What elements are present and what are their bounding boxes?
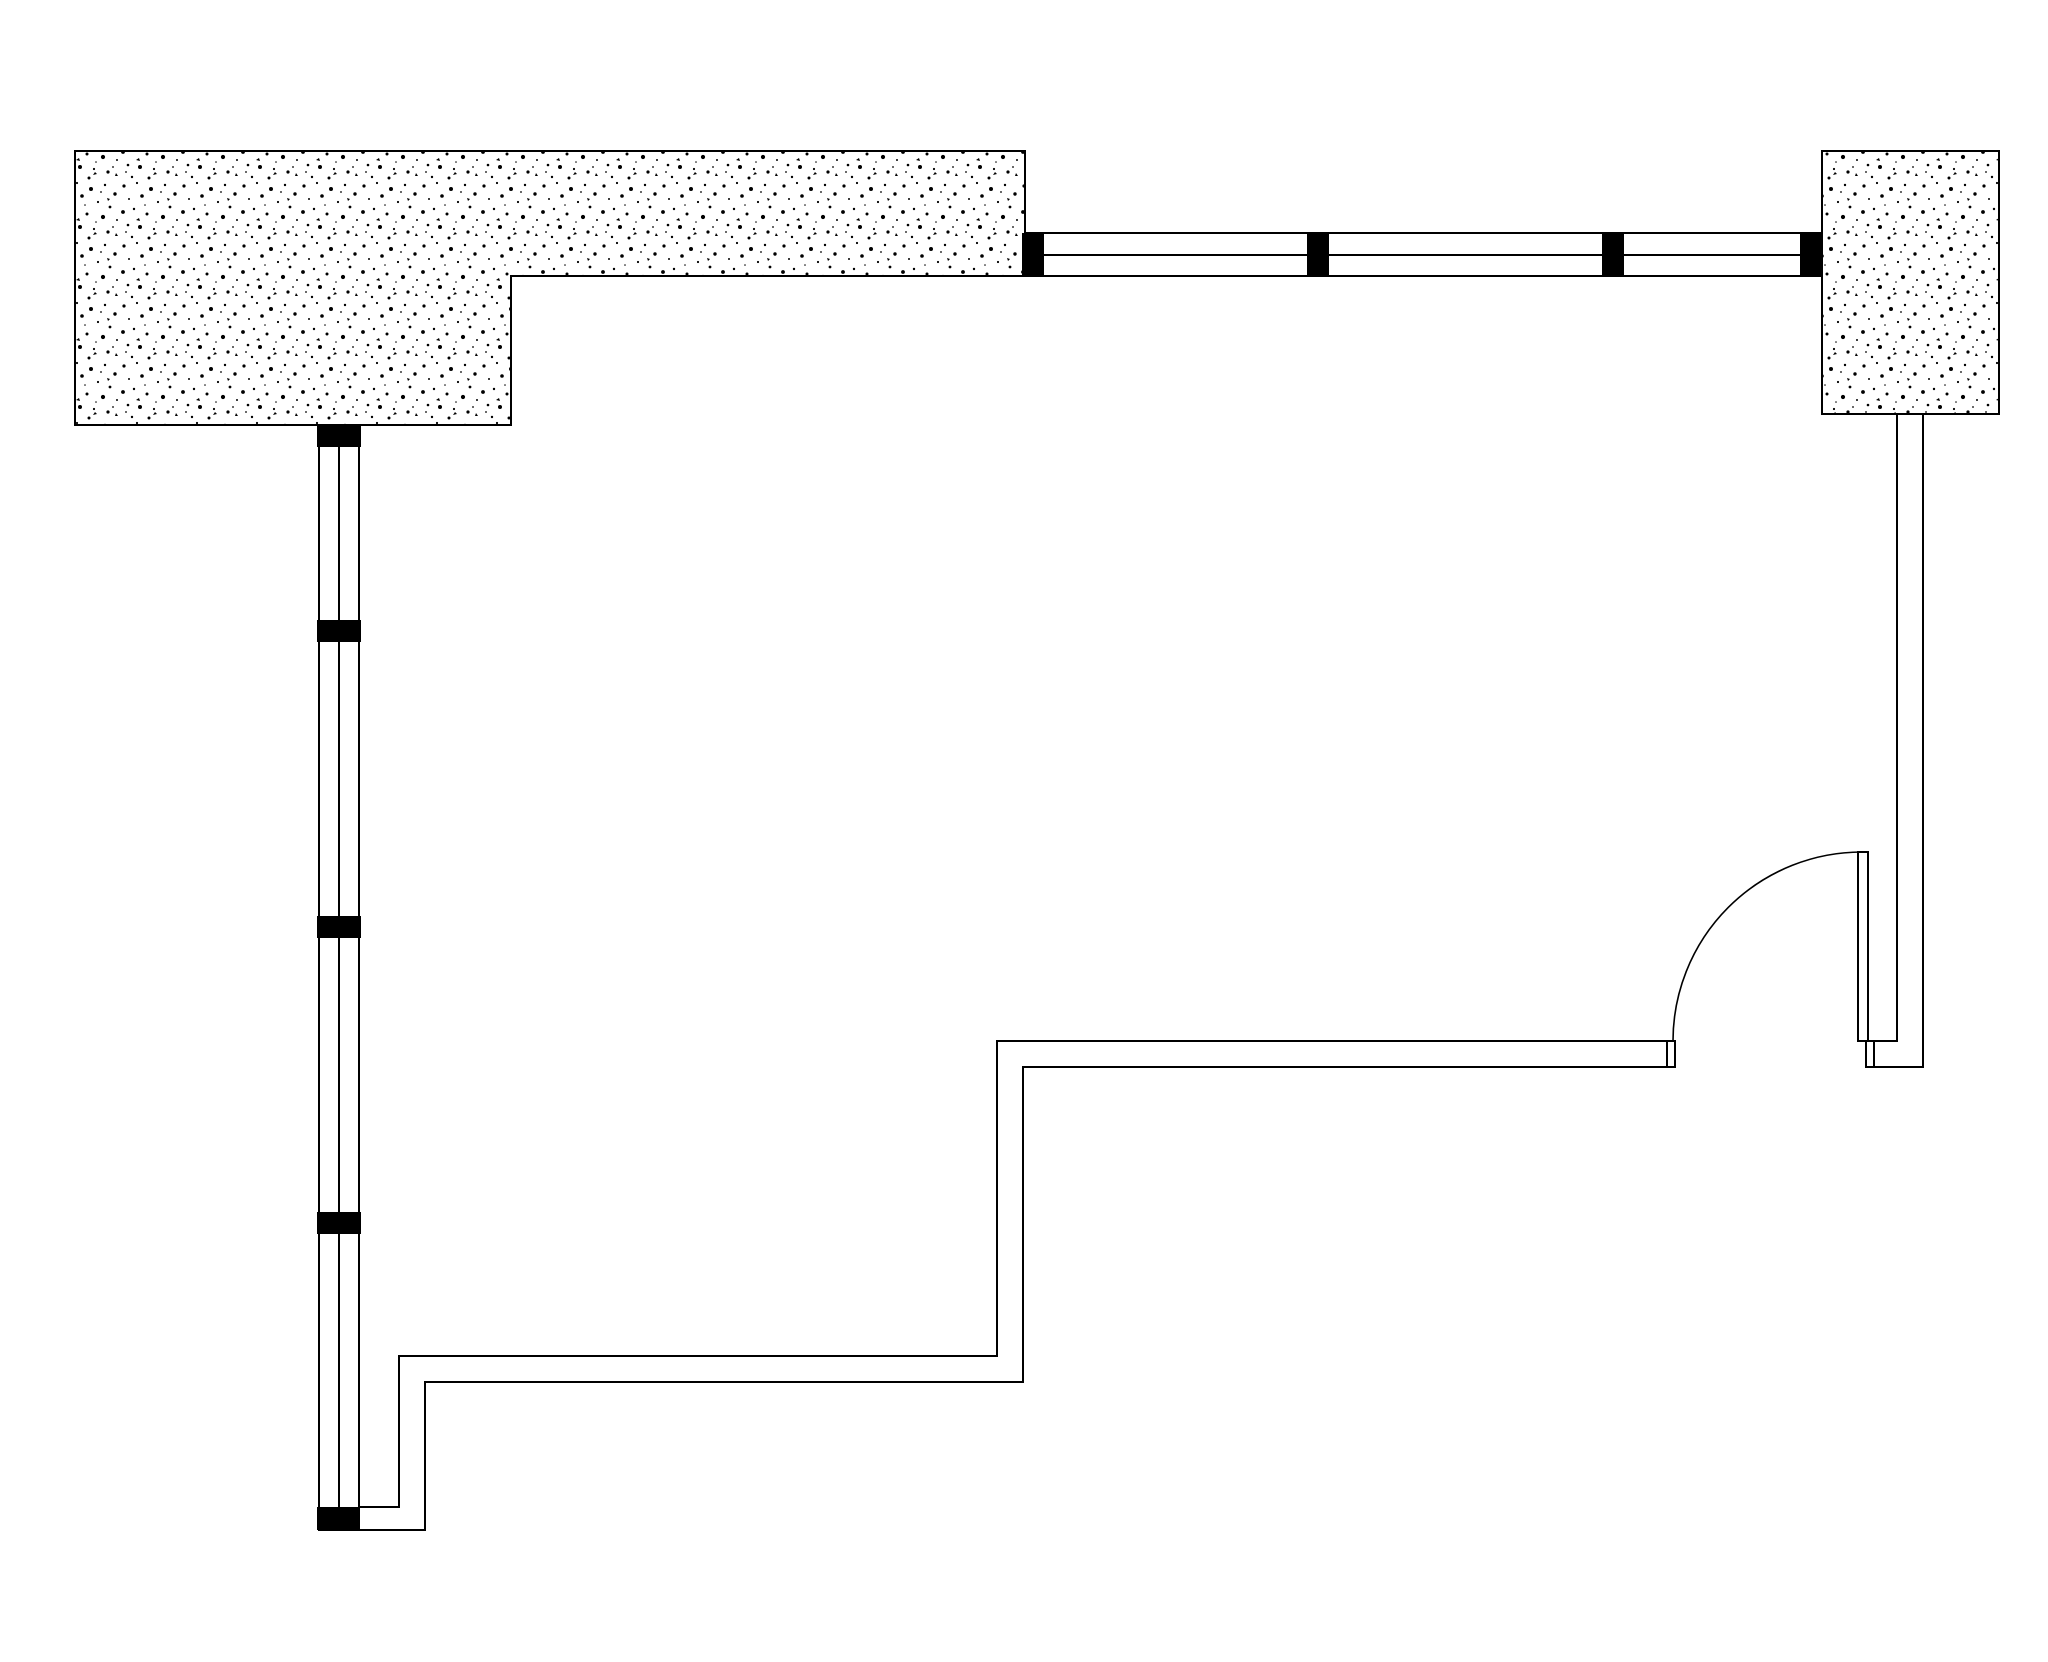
concrete-wall-top-left bbox=[74, 150, 1026, 426]
window-mullion bbox=[1022, 233, 1044, 276]
window-mullion bbox=[1800, 233, 1822, 276]
window-top bbox=[1022, 232, 1823, 277]
door-swing-arc bbox=[1672, 851, 1863, 1042]
window-mullion bbox=[317, 425, 361, 447]
door-leaf bbox=[1857, 851, 1869, 1042]
window-mullion bbox=[1602, 233, 1624, 276]
partition-wall-right bbox=[1865, 413, 1924, 1068]
window-mullion bbox=[1307, 233, 1329, 276]
partition-wall-stepped bbox=[358, 1040, 1676, 1531]
window-mullion bbox=[317, 620, 361, 642]
window-left bbox=[317, 424, 361, 1531]
window-mullion bbox=[317, 1212, 361, 1234]
window-mullion bbox=[317, 1507, 361, 1530]
door bbox=[1672, 851, 1869, 1042]
window-mullion bbox=[317, 916, 361, 938]
concrete-column-top-right bbox=[1821, 150, 2000, 415]
